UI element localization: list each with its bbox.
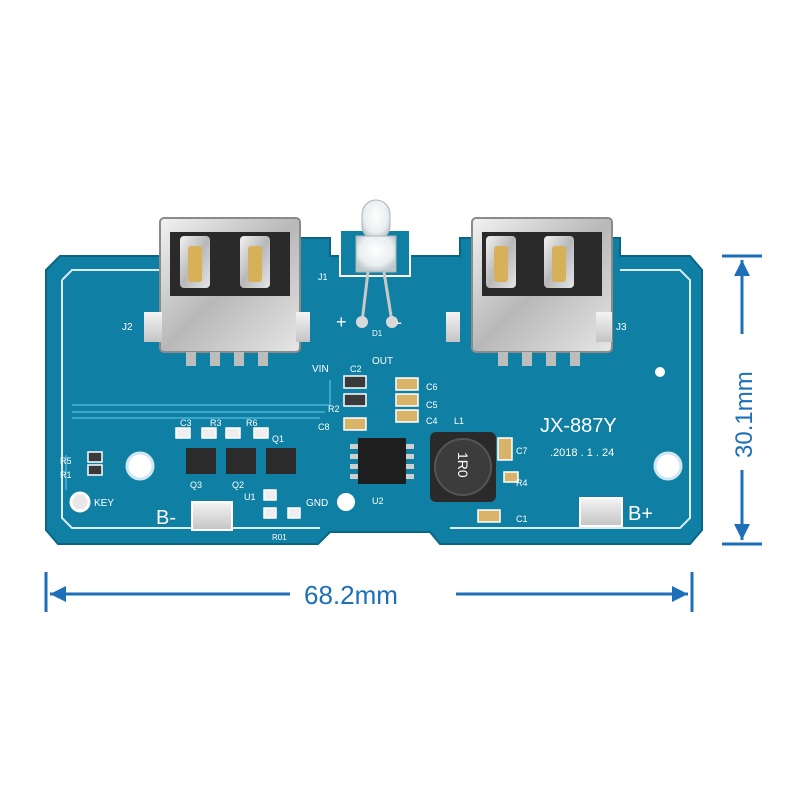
label-l1: L1 bbox=[454, 416, 464, 426]
label-gnd: GND bbox=[306, 498, 328, 509]
label-r01: R01 bbox=[272, 533, 287, 542]
usb-tab bbox=[446, 312, 460, 342]
label-c3: C3 bbox=[180, 418, 192, 428]
ic-u2 bbox=[350, 438, 414, 484]
inductor-l1 bbox=[430, 432, 496, 502]
label-q3: Q3 bbox=[190, 480, 202, 490]
date-label: .2018 . 1 . 24 bbox=[550, 447, 614, 459]
label-r4: R4 bbox=[516, 478, 528, 488]
label-c1: C1 bbox=[516, 514, 528, 524]
transistor-row bbox=[186, 448, 296, 474]
usb-port-left bbox=[159, 217, 301, 366]
inductor-marking: 1R0 bbox=[455, 452, 471, 478]
battery-pad-positive bbox=[579, 497, 623, 527]
mounting-hole bbox=[653, 451, 683, 481]
label-c6: C6 bbox=[426, 382, 438, 392]
key-hole bbox=[69, 491, 91, 513]
label-plus: + bbox=[336, 312, 347, 332]
label-r2: R2 bbox=[328, 404, 340, 414]
usb-tab bbox=[144, 312, 162, 342]
label-c2: C2 bbox=[350, 364, 362, 374]
label-j3: J3 bbox=[616, 322, 627, 333]
smd-components bbox=[87, 375, 519, 523]
label-out: OUT bbox=[372, 356, 393, 367]
mounting-hole bbox=[125, 451, 155, 481]
label-minus: - bbox=[396, 312, 402, 332]
label-q1: Q1 bbox=[272, 434, 284, 444]
label-c7: C7 bbox=[516, 446, 528, 456]
battery-pad-negative bbox=[191, 501, 233, 531]
label-u2: U2 bbox=[372, 496, 384, 506]
label-b-minus: B- bbox=[156, 507, 176, 529]
width-label: 68.2mm bbox=[304, 580, 398, 610]
label-j2: J2 bbox=[122, 322, 133, 333]
via-hole bbox=[337, 493, 355, 511]
usb-port-right bbox=[471, 217, 613, 366]
height-dimension bbox=[722, 254, 762, 546]
via-hole bbox=[655, 367, 665, 377]
model-label: JX-887Y bbox=[540, 415, 617, 437]
label-vin: VIN bbox=[312, 364, 329, 375]
silkscreen-trace bbox=[65, 380, 331, 490]
label-r5: R5 bbox=[60, 456, 72, 466]
label-key: KEY bbox=[94, 498, 114, 509]
label-r1: R1 bbox=[60, 470, 72, 480]
usb-tab bbox=[296, 312, 310, 342]
label-q2: Q2 bbox=[232, 480, 244, 490]
label-c5: C5 bbox=[426, 400, 438, 410]
label-c4: C4 bbox=[426, 416, 438, 426]
label-r3: R3 bbox=[210, 418, 222, 428]
width-dimension bbox=[44, 572, 694, 612]
label-j1: J1 bbox=[318, 272, 328, 282]
led-indicator bbox=[339, 199, 411, 328]
label-r6: R6 bbox=[246, 418, 258, 428]
label-b-plus: B+ bbox=[628, 503, 653, 525]
usb-tab bbox=[596, 312, 612, 342]
label-u1: U1 bbox=[244, 492, 256, 502]
height-label: 30.1mm bbox=[731, 371, 758, 458]
label-c8: C8 bbox=[318, 422, 330, 432]
label-d1: D1 bbox=[372, 329, 383, 338]
